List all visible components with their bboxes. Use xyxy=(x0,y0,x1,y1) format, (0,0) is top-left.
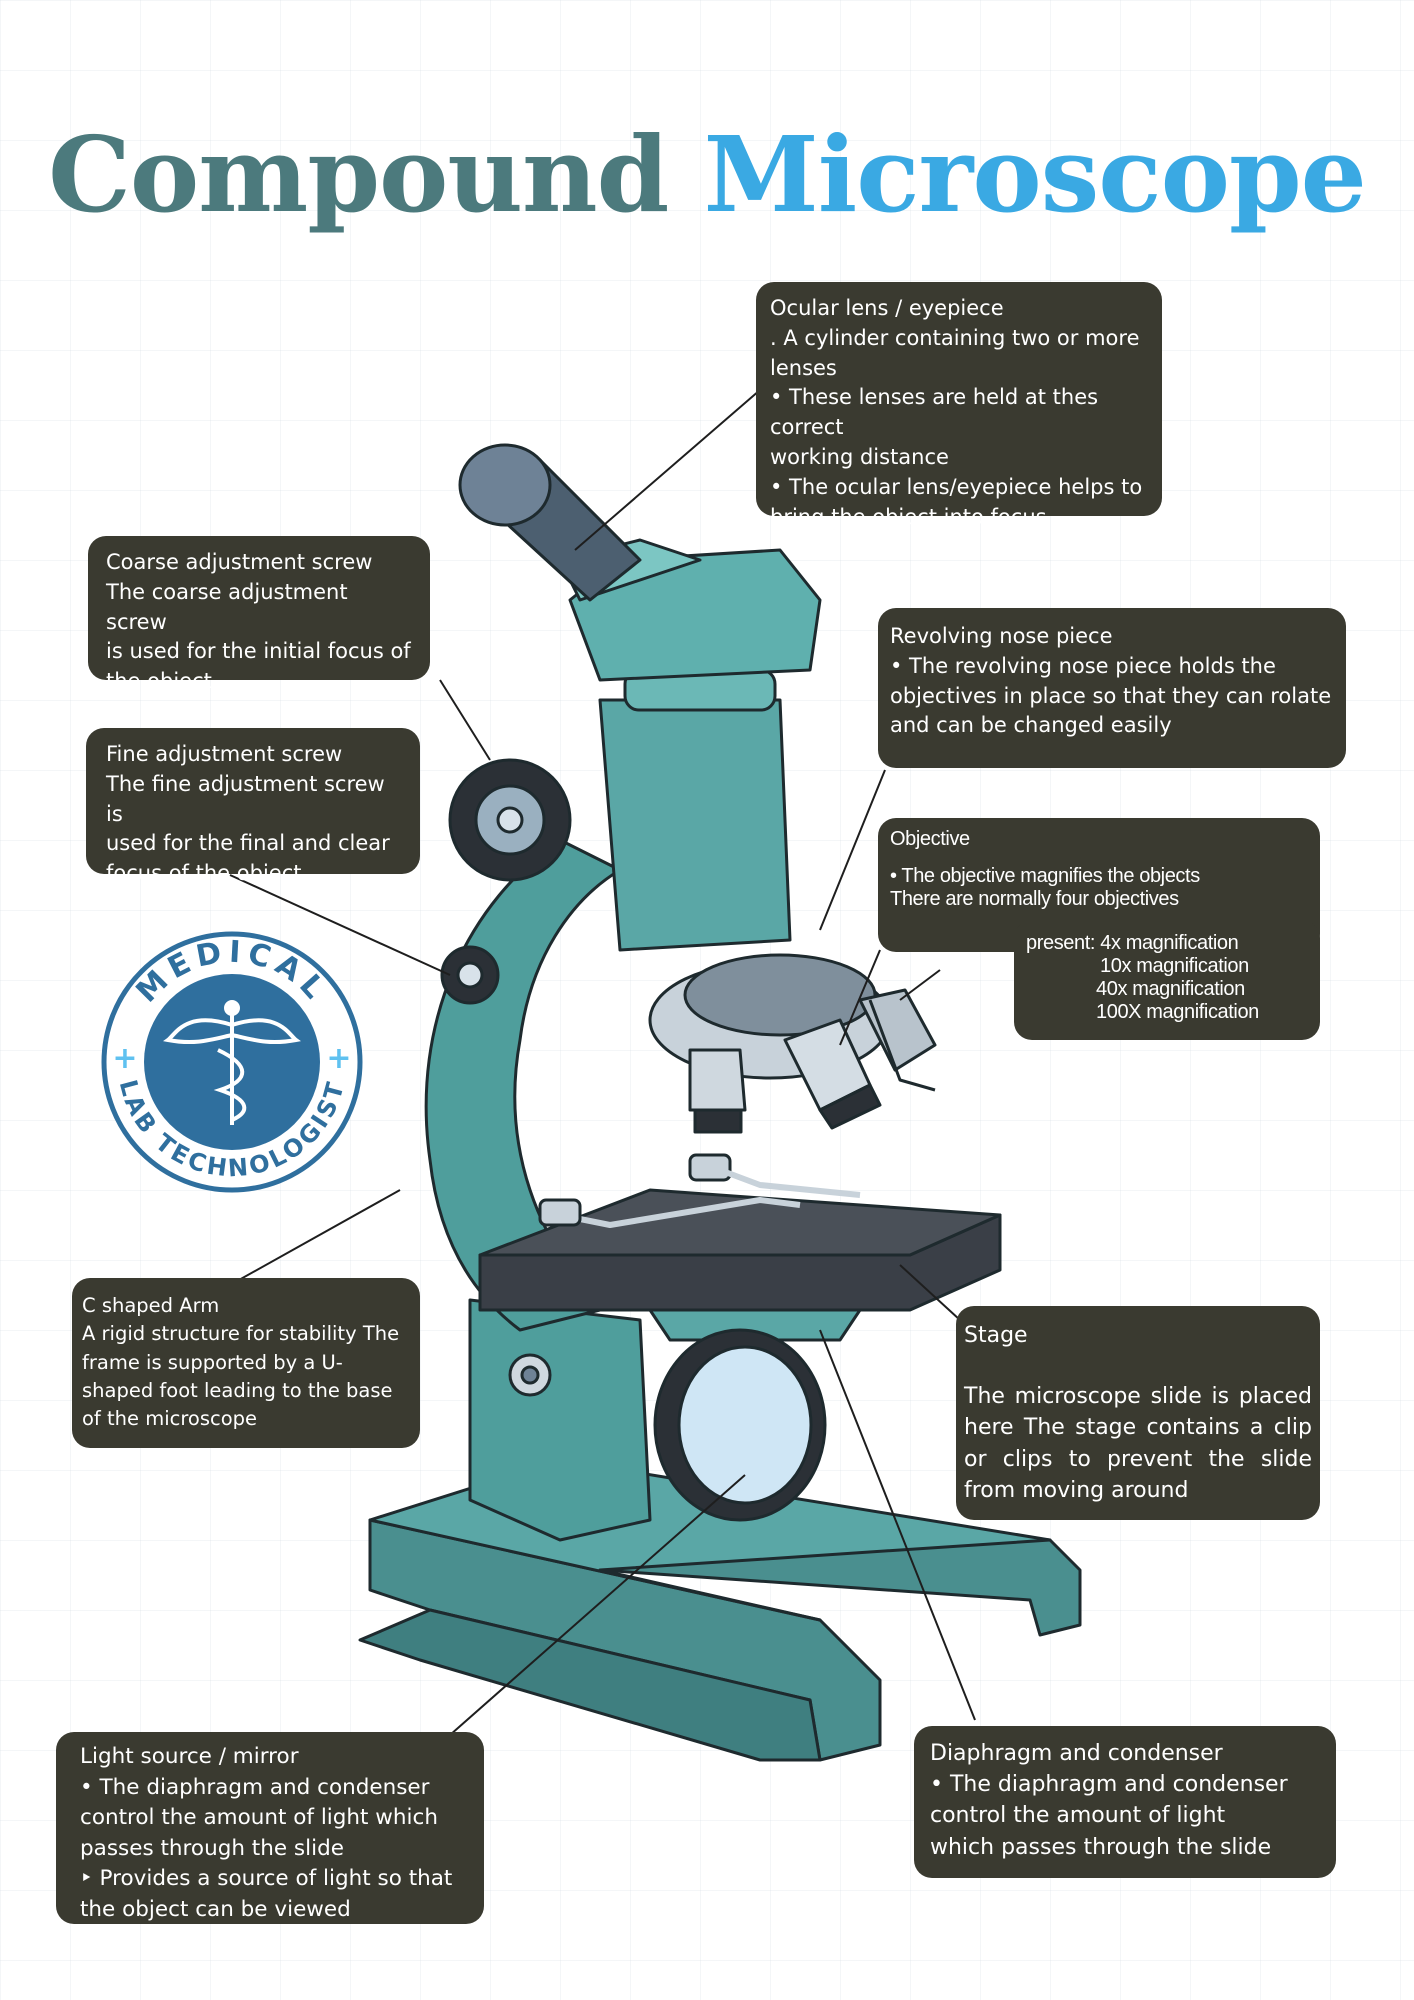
label-line: The coarse adjustment screw xyxy=(106,579,348,634)
label-line: working distance xyxy=(770,445,949,470)
label-heading: Coarse adjustment screw xyxy=(106,550,373,574)
label-line: . A cylinder containing two or more xyxy=(770,325,1140,350)
label-light-source-mirror: Light source / mirror • The diaphragm an… xyxy=(56,1732,484,1924)
label-line: used for the final and clear xyxy=(106,831,390,856)
label-heading: C shaped Arm xyxy=(82,1294,220,1317)
label-heading: Ocular lens / eyepiece xyxy=(770,296,1004,320)
label-objective-magnifications: present: 4x magnification 10x magnificat… xyxy=(1014,920,1320,1040)
label-line: The fine adjustment screw is xyxy=(106,771,385,826)
label-line: lenses xyxy=(770,355,837,380)
label-line: • The revolving nose piece holds the xyxy=(890,653,1276,678)
caduceus-icon xyxy=(163,1000,301,1125)
label-line: ‣ Provides a source of light so that xyxy=(80,1866,453,1892)
label-line: • The diaphragm and condenser xyxy=(80,1774,430,1800)
label-line: the object xyxy=(106,669,212,694)
medical-lab-technologist-logo: MEDICAL LAB TECHNOLOGIST + + xyxy=(101,931,363,1193)
eyepiece-lens xyxy=(458,443,552,527)
magnification-40x: 40x magnification xyxy=(1096,978,1245,1000)
label-line: • These lenses are held at thes correct xyxy=(770,385,1099,440)
label-objective: Objective • The objective magnifies the … xyxy=(878,818,1320,952)
magnification-100x: 100X magnification xyxy=(1096,1001,1259,1023)
label-heading: Diaphragm and condenser xyxy=(930,1741,1223,1766)
label-line: of the microscope xyxy=(82,1407,258,1431)
objective-present: present: 4x magnification xyxy=(1026,932,1239,954)
label-line: • The diaphragm and condenser xyxy=(930,1772,1288,1798)
plus-icon-right: + xyxy=(326,1041,351,1076)
label-line: • The objective magnifies the objects xyxy=(890,865,1200,887)
label-heading: Fine adjustment screw xyxy=(106,742,343,766)
label-line: objectives in place so that they can rol… xyxy=(890,683,1332,708)
label-line: and can be changed easily xyxy=(890,713,1172,738)
label-line: • The ocular lens/eyepiece helps to xyxy=(770,474,1143,499)
label-c-shaped-arm: C shaped Arm A rigid structure for stabi… xyxy=(72,1278,420,1448)
label-line: bring the object into focus xyxy=(770,504,1047,529)
leader-lines xyxy=(229,389,976,1736)
label-heading: Revolving nose piece xyxy=(890,624,1113,648)
page-title: Compound Microscope xyxy=(0,117,1414,232)
title-word-microscope: Microscope xyxy=(703,113,1367,236)
label-line: focus of the object xyxy=(106,861,302,886)
label-ocular-lens: Ocular lens / eyepiece . A cylinder cont… xyxy=(756,282,1162,529)
label-line: is used for the initial focus of xyxy=(106,639,411,664)
objective-lenses xyxy=(688,988,937,1134)
label-body: The microscope slide is placed here The … xyxy=(964,1384,1312,1503)
label-line: the object can be viewed xyxy=(80,1896,351,1922)
label-heading: Objective xyxy=(890,828,970,850)
condenser xyxy=(648,1308,862,1342)
plus-icon-left: + xyxy=(112,1041,137,1076)
magnification-10x: 10x magnification xyxy=(1100,955,1249,977)
label-line: shaped foot leading to the base xyxy=(82,1378,393,1402)
body-tube xyxy=(598,698,792,952)
label-fine-adjustment: Fine adjustment screw The fine adjustmen… xyxy=(86,728,420,885)
label-heading: Stage xyxy=(964,1323,1028,1348)
label-stage: Stage The microscope slide is placed her… xyxy=(956,1306,1320,1520)
title-word-compound: Compound xyxy=(48,113,669,236)
label-line: frame is supported by a U- xyxy=(82,1350,343,1374)
label-line: A rigid structure for stability The xyxy=(82,1322,400,1346)
label-line: which passes through the slide xyxy=(930,1834,1272,1860)
label-revolving-nosepiece: Revolving nose piece • The revolving nos… xyxy=(878,608,1346,768)
label-diaphragm-condenser: Diaphragm and condenser • The diaphragm … xyxy=(914,1726,1336,1878)
label-line: control the amount of light which xyxy=(80,1805,438,1831)
pillar xyxy=(468,1298,652,1542)
label-heading: Light source / mirror xyxy=(80,1744,299,1769)
label-coarse-adjustment: Coarse adjustment screw The coarse adjus… xyxy=(88,536,430,693)
label-line: control the amount of light xyxy=(930,1803,1226,1829)
stage-clip xyxy=(559,1197,801,1228)
label-line: passes through the slide xyxy=(80,1835,344,1861)
label-line: There are normally four objectives xyxy=(890,888,1179,910)
